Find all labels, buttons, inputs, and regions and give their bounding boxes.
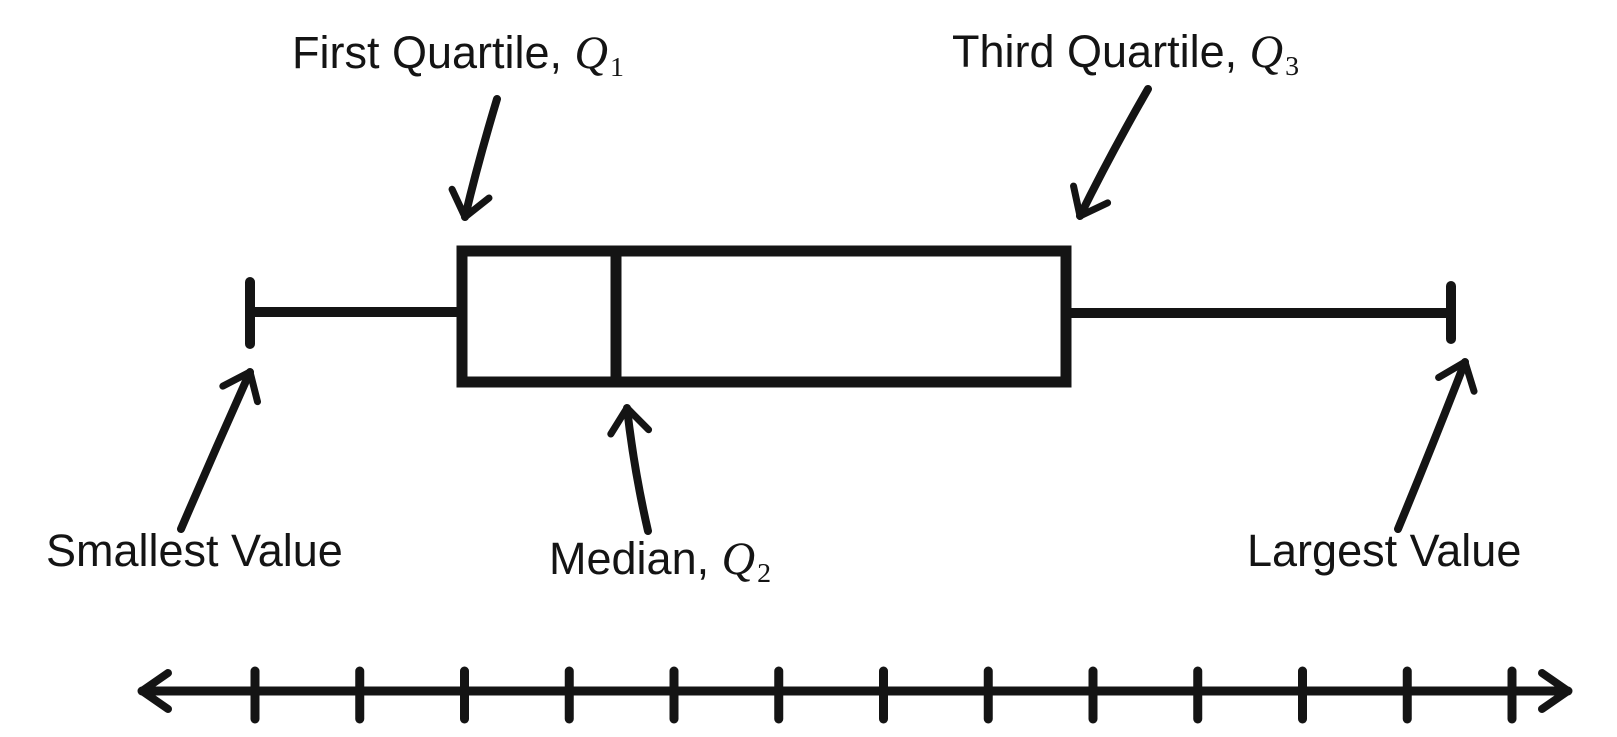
- first-quartile-text: First Quartile,: [292, 27, 575, 78]
- q2-subscript: 2: [757, 558, 772, 590]
- q3-symbol: Q: [1249, 27, 1284, 78]
- third-quartile-text: Third Quartile,: [952, 26, 1250, 77]
- median-arrow: [607, 404, 653, 535]
- q3-subscript: 3: [1285, 51, 1300, 83]
- first-quartile-arrow: [448, 95, 501, 221]
- q1-symbol: Q: [574, 28, 609, 79]
- largest-value-arrow: [1394, 358, 1478, 533]
- tick-marks: [250, 666, 1517, 724]
- first-quartile-label: First Quartile, Q1: [292, 26, 624, 82]
- largest-value-label: Largest Value: [1247, 524, 1521, 578]
- smallest-value-arrow: [177, 368, 262, 533]
- third-quartile-arrow: [1070, 85, 1152, 220]
- third-quartile-label: Third Quartile, Q3: [952, 25, 1299, 81]
- smallest-value-text: Smallest Value: [46, 525, 343, 576]
- smallest-value-label: Smallest Value: [46, 524, 343, 578]
- iqr-box: [456, 245, 1072, 388]
- largest-value-text: Largest Value: [1247, 525, 1522, 576]
- median-text: Median,: [549, 533, 722, 584]
- q2-symbol: Q: [721, 534, 756, 585]
- q1-subscript: 1: [610, 52, 624, 84]
- median-label: Median, Q2: [549, 532, 771, 588]
